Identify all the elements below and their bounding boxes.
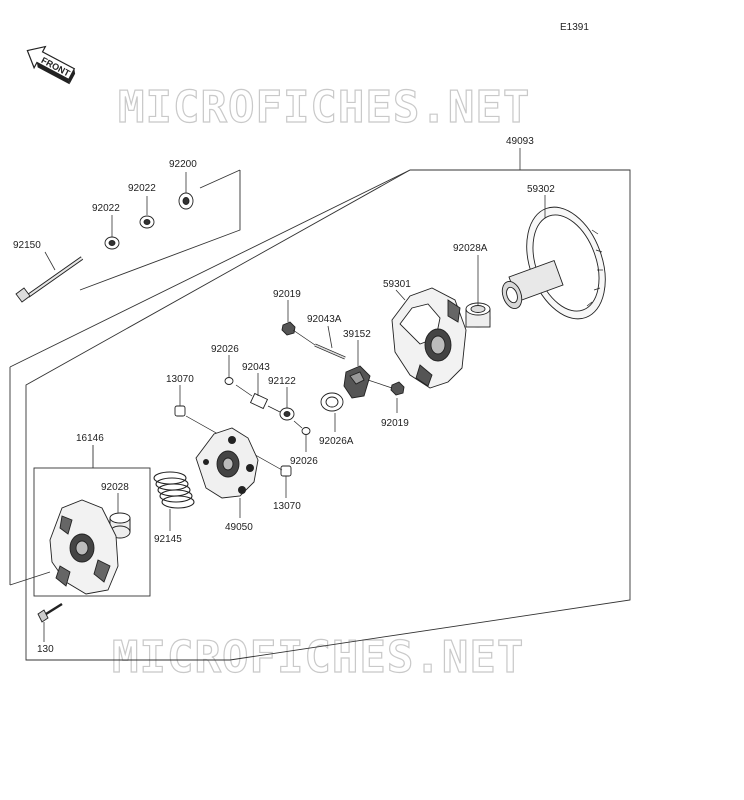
washer-92022-b bbox=[139, 215, 155, 229]
callout-92043: 92043 bbox=[242, 362, 270, 373]
screw-130 bbox=[37, 602, 63, 623]
callout-59302: 59302 bbox=[527, 184, 555, 195]
subassembly-outline-16146 bbox=[33, 467, 151, 597]
spacer-13070-top bbox=[174, 405, 186, 417]
callout-92026-bottom: 92026 bbox=[290, 456, 318, 467]
pin-92043 bbox=[249, 392, 269, 410]
watermark-bottom: MICROFICHES.NET bbox=[112, 632, 524, 683]
callout-16146: 16146 bbox=[76, 433, 104, 444]
callout-92019-top: 92019 bbox=[273, 289, 301, 300]
spider-49050 bbox=[195, 427, 259, 499]
weight-39152 bbox=[343, 365, 371, 399]
callout-92028: 92028 bbox=[101, 482, 129, 493]
callout-92200: 92200 bbox=[169, 159, 197, 170]
callout-39152: 39152 bbox=[343, 329, 371, 340]
washer-92026-bottom bbox=[301, 427, 311, 435]
callout-130: 130 bbox=[37, 644, 54, 655]
callout-92145: 92145 bbox=[154, 534, 182, 545]
movable-sheave-59301 bbox=[391, 287, 467, 389]
bolt-group-outline bbox=[79, 170, 241, 291]
assembly-outline-inner bbox=[9, 169, 411, 368]
callout-92122: 92122 bbox=[268, 376, 296, 387]
washer-92200 bbox=[178, 192, 194, 210]
washer-92026A bbox=[320, 392, 344, 412]
sheave-59302 bbox=[501, 206, 606, 320]
callout-49050: 49050 bbox=[225, 522, 253, 533]
nut-92019-bottom bbox=[390, 381, 405, 396]
callout-92022-b: 92022 bbox=[128, 183, 156, 194]
callout-92022-a: 92022 bbox=[92, 203, 120, 214]
bolt-92150 bbox=[15, 256, 84, 303]
diagram-code: E1391 bbox=[560, 22, 589, 33]
callout-92019-bottom: 92019 bbox=[381, 418, 409, 429]
callout-92026A: 92026A bbox=[319, 436, 354, 447]
callout-13070-top: 13070 bbox=[166, 374, 194, 385]
spring-92145 bbox=[153, 471, 195, 509]
bushing-92028A bbox=[465, 302, 491, 328]
washer-92022-a bbox=[104, 236, 120, 250]
spacer-13070-bottom bbox=[280, 465, 292, 477]
front-arrow-icon: FRONT bbox=[26, 45, 76, 85]
assembly-outline-49093 bbox=[25, 169, 631, 661]
washer-92026-top bbox=[224, 377, 234, 385]
callout-92150: 92150 bbox=[13, 240, 41, 251]
callout-92028A: 92028A bbox=[453, 243, 488, 254]
sheave-16146 bbox=[49, 499, 119, 595]
callout-49093: 49093 bbox=[506, 136, 534, 147]
nut-92019-top bbox=[281, 321, 296, 336]
callout-92026-top: 92026 bbox=[211, 344, 239, 355]
callout-59301: 59301 bbox=[383, 279, 411, 290]
nut-92122 bbox=[279, 407, 295, 421]
callout-92043A: 92043A bbox=[307, 314, 342, 325]
pin-92043A bbox=[314, 343, 346, 360]
callout-13070-bottom: 13070 bbox=[273, 501, 301, 512]
watermark-top: MICROFICHES.NET bbox=[118, 82, 530, 133]
